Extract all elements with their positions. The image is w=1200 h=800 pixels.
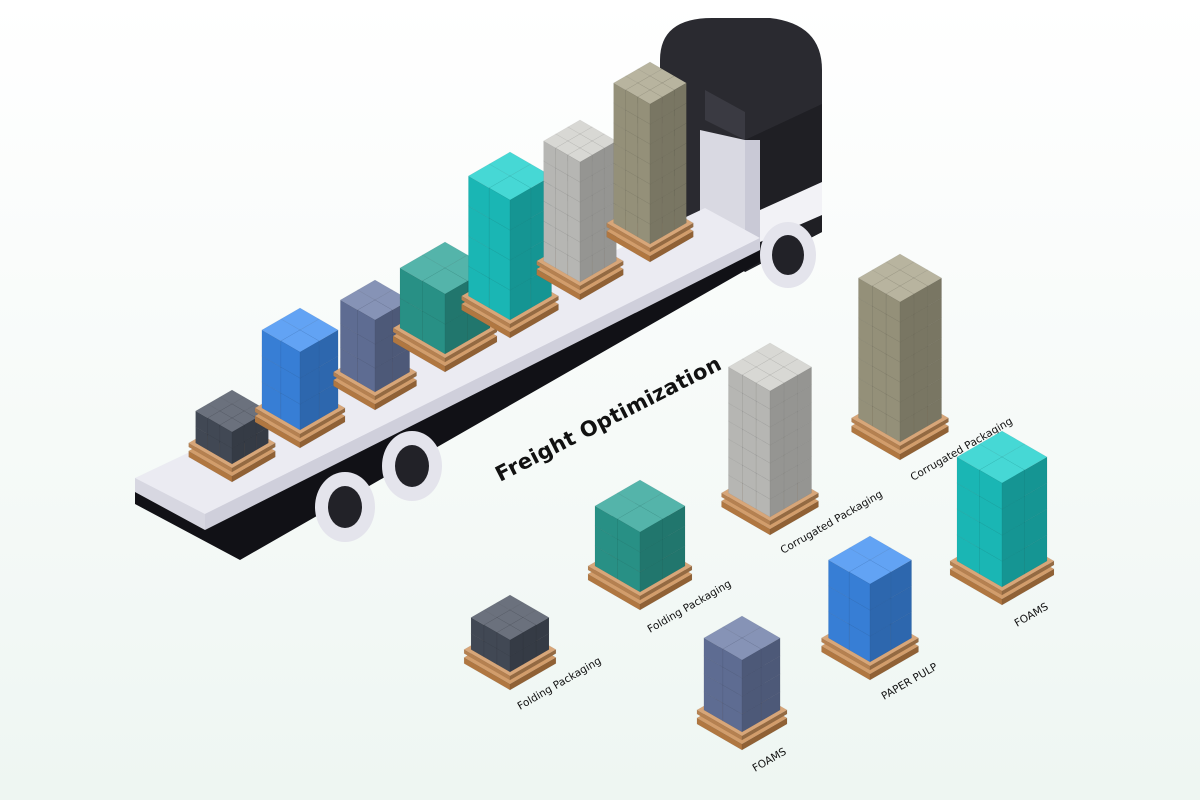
truck-cargo-stack	[606, 61, 694, 263]
pallet-stack-crate	[755, 374, 785, 410]
pallet-stack-crate-top-face	[978, 456, 1026, 484]
pallet-stack-crate	[885, 285, 915, 323]
pallet-stack	[720, 342, 820, 536]
truck-cargo-stack-crate	[421, 267, 469, 325]
pallet-stack-crate-top-face	[848, 559, 892, 585]
truck-cargo-stack-crate-top-face	[591, 133, 617, 149]
truck-cargo-stack-crate	[567, 147, 593, 183]
pallet-stack-crate-top-face	[722, 637, 762, 661]
pallet-stack	[587, 479, 693, 611]
truck-cargo-stack-crate-top-face	[421, 267, 469, 295]
pallet-label: FOAMS	[751, 746, 789, 775]
truck-cargo	[188, 61, 694, 483]
pallet-stack	[820, 535, 920, 681]
pallet-stack-crate	[722, 637, 762, 679]
truck-cargo-stack-crate	[488, 175, 532, 231]
truck-wheel-rear-1	[315, 472, 375, 542]
truck-cargo-stack-crate-top-face	[637, 89, 663, 105]
pallet-stack	[696, 615, 788, 751]
truck-cargo-stack-crate-top-face	[488, 175, 532, 201]
truck-cargo-stack-crate	[280, 329, 320, 379]
truck-cargo-stack	[332, 279, 418, 411]
pallet-stack-crate-top-face	[496, 624, 524, 641]
pallet-stack-crate	[848, 559, 892, 611]
truck-cargo-stack	[188, 389, 276, 483]
pallet-stack	[463, 594, 557, 691]
truck-cargo-stack-crate-top-face	[567, 147, 593, 163]
pallet-stack-crate	[496, 624, 524, 657]
truck-cargo-stack-crate	[637, 89, 663, 125]
pallet-label: FOAMS	[1013, 601, 1051, 630]
pallet-stack	[949, 430, 1055, 606]
pallet-stack-crate-top-face	[755, 374, 785, 392]
truck-cargo-stack	[254, 307, 346, 449]
pallet-stack-crate-top-face	[616, 505, 664, 533]
pallet-stack-crate	[978, 456, 1026, 510]
truck-cargo-stack	[460, 151, 560, 339]
pallet-stack-crate-top-face	[885, 285, 915, 303]
truck-cargo-stack-crate	[219, 417, 245, 449]
truck-cargo-stack-crate-top-face	[357, 299, 393, 321]
truck-wheel-front	[760, 222, 816, 288]
pallet-stack	[850, 253, 950, 461]
truck-cargo-stack	[536, 119, 624, 301]
truck-cargo-stack-crate-top-face	[219, 417, 245, 433]
truck-cargo-stack-crate	[357, 299, 393, 345]
truck-cargo-stack-crate-top-face	[280, 329, 320, 353]
truck-cargo-stack-crate-top-face	[543, 133, 569, 149]
pallet-stack-crate	[616, 505, 664, 553]
truck-wheel-rear-2	[382, 431, 442, 501]
pallet-stack-crate-top-face	[470, 609, 498, 626]
